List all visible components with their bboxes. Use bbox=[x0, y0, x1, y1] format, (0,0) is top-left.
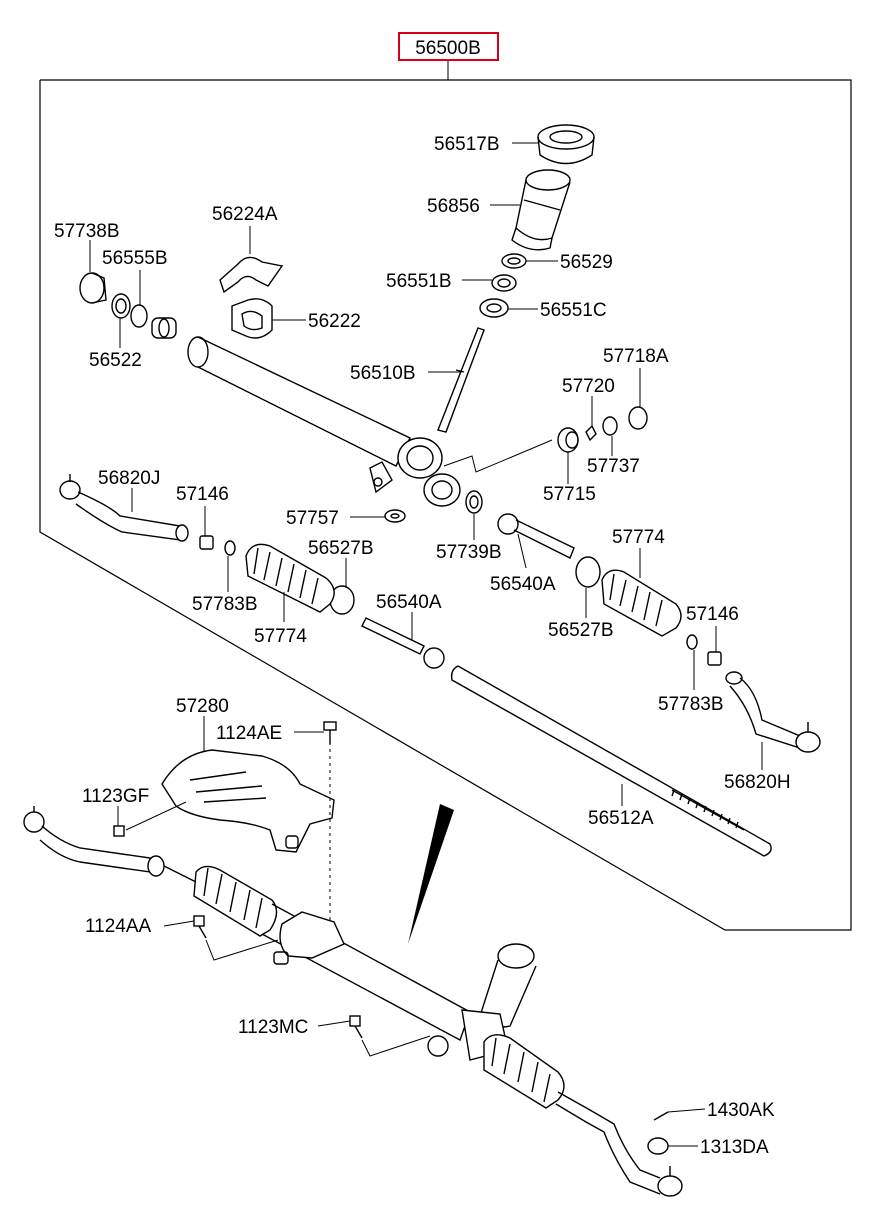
part-57146-nut-left bbox=[199, 535, 214, 550]
part-56555B-ring bbox=[130, 304, 148, 328]
label-57757: 57757 bbox=[286, 508, 339, 529]
label-56527B-right: 56527B bbox=[548, 620, 614, 641]
label-56510B: 56510B bbox=[350, 363, 416, 384]
part-57715-yoke bbox=[557, 427, 579, 453]
part-57718A-nut bbox=[628, 406, 648, 430]
part-56529-seal bbox=[501, 253, 527, 269]
assembled-tie-rod-left bbox=[23, 806, 197, 883]
part-56820J-tie-rod-end-left bbox=[59, 474, 189, 542]
leader-lines bbox=[89, 142, 763, 1027]
label-1124AE: 1124AE bbox=[216, 723, 282, 744]
part-1123GF-bolt bbox=[113, 801, 187, 837]
part-57720-spring bbox=[585, 424, 597, 442]
direction-arrow-mark bbox=[408, 804, 454, 944]
label-57146-right: 57146 bbox=[686, 604, 739, 625]
label-56224A: 56224A bbox=[212, 204, 278, 225]
label-56522: 56522 bbox=[89, 350, 142, 371]
label-57783B-left: 57783B bbox=[192, 594, 258, 615]
part-56222-bushing bbox=[231, 298, 273, 339]
label-56551C: 56551C bbox=[540, 300, 607, 321]
label-56820H: 56820H bbox=[724, 772, 791, 793]
assembled-boot-left bbox=[193, 865, 278, 937]
label-56856: 56856 bbox=[427, 196, 480, 217]
part-56517B-cap bbox=[537, 124, 595, 165]
label-57783B-right: 57783B bbox=[658, 694, 724, 715]
part-56820H-tie-rod-end-right bbox=[725, 671, 821, 753]
part-56527B-clamp-right bbox=[575, 556, 601, 588]
label-56517B: 56517B bbox=[434, 134, 500, 155]
part-56551C-bearing bbox=[479, 298, 509, 318]
part-57757-washer bbox=[384, 509, 406, 523]
part-1123MC-bolt bbox=[349, 1015, 431, 1057]
part-56551B-bearing bbox=[491, 274, 517, 292]
assembled-boot-right bbox=[483, 1034, 565, 1109]
part-57774-boot-right bbox=[601, 569, 682, 637]
label-1124AA: 1124AA bbox=[85, 916, 152, 937]
label-56222: 56222 bbox=[308, 311, 361, 332]
label-57737: 57737 bbox=[587, 456, 640, 477]
label-56529: 56529 bbox=[560, 252, 613, 273]
svg-text:56500B: 56500B bbox=[415, 38, 481, 59]
label-1313DA: 1313DA bbox=[700, 1137, 769, 1158]
label-1123GF: 1123GF bbox=[82, 786, 149, 807]
part-57738B-bushing bbox=[79, 272, 107, 304]
label-56551B: 56551B bbox=[386, 271, 452, 292]
label-1430AK: 1430AK bbox=[707, 1100, 775, 1121]
label-57774-right: 57774 bbox=[612, 527, 665, 548]
part-57783B-clip-right bbox=[686, 634, 698, 650]
part-57774-boot-left bbox=[245, 543, 335, 613]
part-57783B-clip-left bbox=[224, 540, 236, 556]
label-57718A: 57718A bbox=[603, 346, 669, 367]
label-57774-left: 57774 bbox=[254, 626, 307, 647]
label-1123MC: 1123MC bbox=[238, 1017, 308, 1038]
part-1430AK-cotter-pin bbox=[653, 1108, 706, 1121]
label-57738B: 57738B bbox=[54, 221, 120, 242]
label-56820J: 56820J bbox=[98, 468, 160, 489]
label-56512A: 56512A bbox=[588, 808, 654, 829]
assembly-part-number[interactable]: 56500B bbox=[398, 32, 499, 61]
part-57280-heat-shield bbox=[161, 749, 335, 853]
label-57720: 57720 bbox=[562, 376, 615, 397]
part-57737-plug bbox=[602, 416, 618, 436]
part-56856-pinion-housing bbox=[511, 169, 571, 251]
part-57739B-bushing bbox=[465, 490, 483, 514]
label-56555B: 56555B bbox=[102, 248, 168, 269]
part-56224A-clamp bbox=[219, 256, 284, 294]
label-56527B-left: 56527B bbox=[308, 538, 374, 559]
part-1124AA-bolt bbox=[193, 915, 279, 961]
label-57739B: 57739B bbox=[436, 542, 502, 563]
part-56512A-rack bbox=[450, 665, 772, 857]
part-56540A-inner-tie-rod-left bbox=[361, 617, 445, 669]
assembly-frame bbox=[39, 79, 852, 931]
label-56540A-right: 56540A bbox=[490, 574, 556, 595]
label-56540A-left: 56540A bbox=[376, 592, 442, 613]
assembled-tie-rod-right bbox=[555, 1091, 683, 1197]
part-1313DA-castle-nut bbox=[647, 1137, 698, 1155]
part-labels: 56517B 56856 56529 56551B 56551C 56224A … bbox=[54, 134, 791, 1158]
label-57146-left: 57146 bbox=[176, 484, 229, 505]
label-57280: 57280 bbox=[176, 696, 229, 717]
part-57146-nut-right bbox=[707, 651, 722, 666]
label-57715: 57715 bbox=[543, 484, 596, 505]
part-rack-bushing bbox=[151, 317, 177, 339]
part-56540A-inner-tie-rod-right bbox=[497, 513, 575, 559]
part-56522-ring bbox=[111, 293, 131, 319]
part-1124AE-bolt bbox=[323, 721, 337, 744]
part-rack-housing bbox=[187, 336, 461, 507]
part-56510B-pinion-shaft bbox=[437, 327, 485, 433]
